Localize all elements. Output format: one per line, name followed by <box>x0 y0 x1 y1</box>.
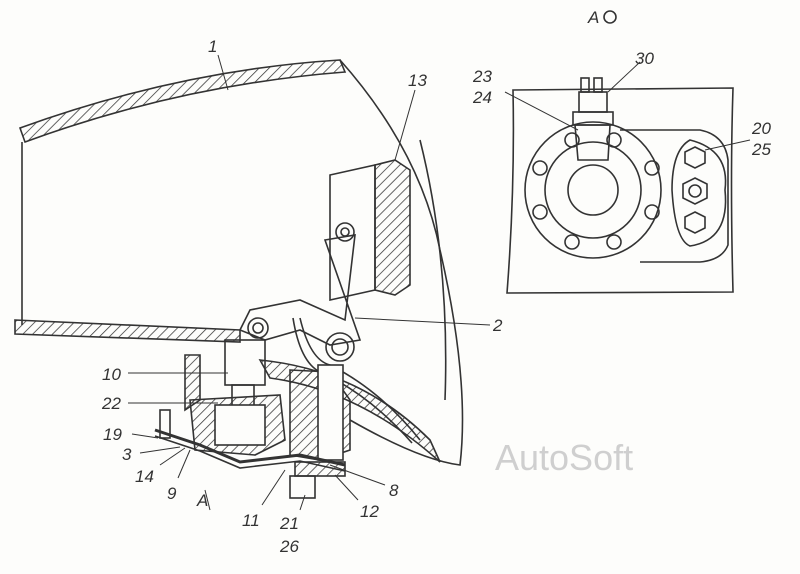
callout-21: 21 <box>280 514 299 533</box>
callout-25: 25 <box>752 140 771 159</box>
lever-2 <box>238 234 421 444</box>
callout-30: 30 <box>635 49 654 68</box>
callout-20: 20 <box>752 119 771 138</box>
callout-13: 13 <box>408 71 427 90</box>
callout-22: 22 <box>102 394 121 413</box>
callout-1: 1 <box>208 37 218 56</box>
callout-10: 10 <box>102 365 121 384</box>
callout-2: 2 <box>493 316 503 335</box>
callout-8: 8 <box>389 481 399 500</box>
callout-3: 3 <box>122 445 132 464</box>
section-marker: A <box>197 491 209 510</box>
view-label: A <box>588 8 600 27</box>
callout-9: 9 <box>167 484 177 503</box>
frame-tube <box>14 59 464 466</box>
callout-23: 23 <box>473 67 492 86</box>
rotation-circle-icon <box>603 10 617 24</box>
callout-14: 14 <box>135 467 154 486</box>
callout-26: 26 <box>280 537 299 556</box>
watermark: AutoSoft <box>495 437 634 478</box>
chamber-13 <box>329 159 411 301</box>
valve-housing <box>154 339 351 499</box>
view-a <box>506 10 734 294</box>
callout-24: 24 <box>473 88 492 107</box>
callout-11: 11 <box>242 511 260 530</box>
leader-lines <box>128 54 751 511</box>
callout-19: 19 <box>103 425 122 444</box>
callout-12: 12 <box>360 502 379 521</box>
